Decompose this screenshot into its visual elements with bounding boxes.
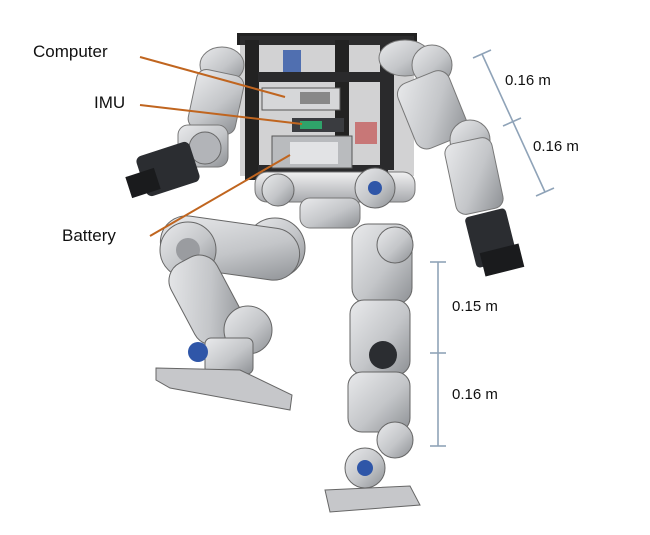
battery-pointer-line [149, 154, 291, 237]
upper-arm-length-label: 0.16 m [505, 72, 551, 89]
shank-length-label: 0.16 m [452, 386, 498, 403]
imu-label: IMU [94, 93, 126, 112]
arm-tick-bottom [535, 187, 555, 197]
arm-dimension-line [481, 53, 546, 193]
imu-pointer-line [139, 104, 303, 125]
thigh-length-label: 0.15 m [452, 298, 498, 315]
computer-label: Computer [33, 42, 108, 61]
right-arm [378, 39, 525, 277]
arm-tick-top [472, 49, 492, 59]
right-leg [324, 223, 421, 513]
forearm-length-label: 0.16 m [533, 138, 579, 155]
pointer-lines [139, 56, 303, 237]
arm-tick-mid [502, 117, 522, 127]
torso-frame [237, 33, 417, 180]
dimension-lines [430, 49, 555, 447]
computer-pointer-line [139, 56, 286, 98]
left-arm [125, 46, 245, 199]
battery-label: Battery [62, 226, 116, 245]
pelvis [254, 167, 416, 229]
left-leg [155, 215, 306, 411]
